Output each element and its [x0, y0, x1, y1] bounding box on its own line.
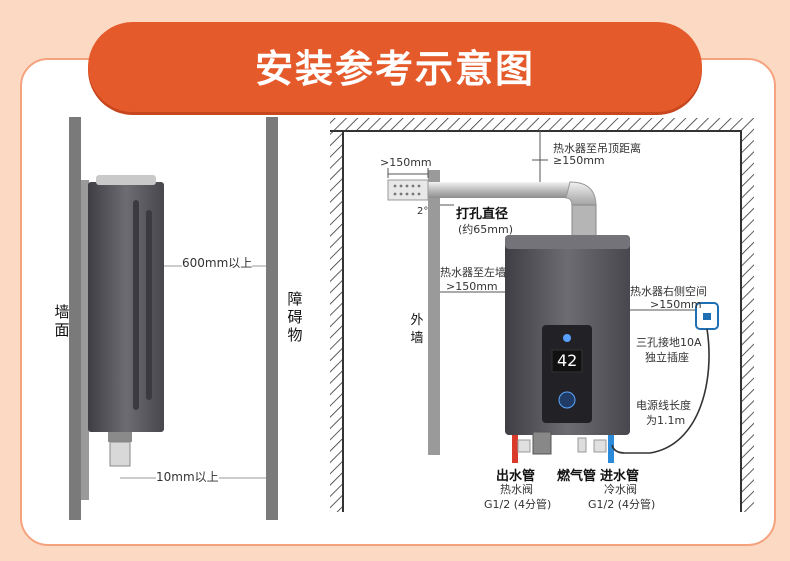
left-hatch	[330, 130, 342, 512]
ceiling-hatch	[330, 118, 742, 130]
inlet-spec-label: G1/2 (4分管)	[588, 498, 656, 511]
heater-side-view	[88, 182, 164, 432]
right-space-value: >150mm	[650, 298, 702, 311]
left-wall-distance-value: >150mm	[446, 280, 498, 293]
power-cord	[611, 328, 710, 454]
ceiling-distance-value: ≥150mm	[553, 154, 605, 167]
title-banner: 安装参考示意图	[88, 22, 702, 112]
flue-pipe	[388, 182, 576, 198]
socket-label-2: 独立插座	[645, 351, 689, 364]
left-wall-distance-label: 热水器至左墙	[440, 266, 506, 279]
outlet-valve-label: 热水阀	[500, 483, 533, 496]
outlet-pipe-label: 出水管	[496, 469, 536, 484]
page-title: 安装参考示意图	[254, 47, 535, 91]
gas-pipe-label: 燃气管	[557, 469, 597, 484]
inlet-pipe-label: 进水管	[600, 469, 640, 484]
outlet-spec-label: G1/2 (4分管)	[484, 498, 552, 511]
left-wall	[69, 117, 81, 520]
gas-valve	[532, 431, 552, 455]
outer-wall	[428, 170, 440, 455]
outer-wall-label: 外墙	[410, 313, 424, 346]
top-offset-label: >150mm	[380, 156, 432, 169]
angle-label: 2°	[417, 206, 429, 217]
cord-label-1: 电源线长度	[636, 399, 691, 412]
side-clearance-label: 600mm以上	[182, 254, 253, 271]
obstacle-label: 障碍物	[287, 290, 303, 344]
bottom-valve	[109, 441, 131, 467]
socket-label-1: 三孔接地10A	[636, 336, 702, 349]
cord-label-2: 为1.1m	[646, 414, 686, 427]
outlet-pipe	[512, 435, 518, 463]
hole-value: (约65mm)	[458, 223, 514, 236]
bottom-clearance-label: 10mm以上	[156, 468, 219, 485]
hole-label: 打孔直径	[456, 207, 509, 222]
knob	[558, 391, 576, 409]
display-readout: 42	[557, 351, 578, 370]
ceiling-distance-label: 热水器至吊顶距离	[553, 142, 641, 155]
inlet-pipe	[608, 435, 614, 463]
right-hatch	[742, 118, 754, 512]
right-space-label: 热水器右侧空间	[630, 285, 707, 298]
obstacle-wall	[266, 117, 278, 520]
inlet-valve-label: 冷水阀	[604, 483, 637, 496]
wall-label: 墙面	[54, 303, 70, 339]
